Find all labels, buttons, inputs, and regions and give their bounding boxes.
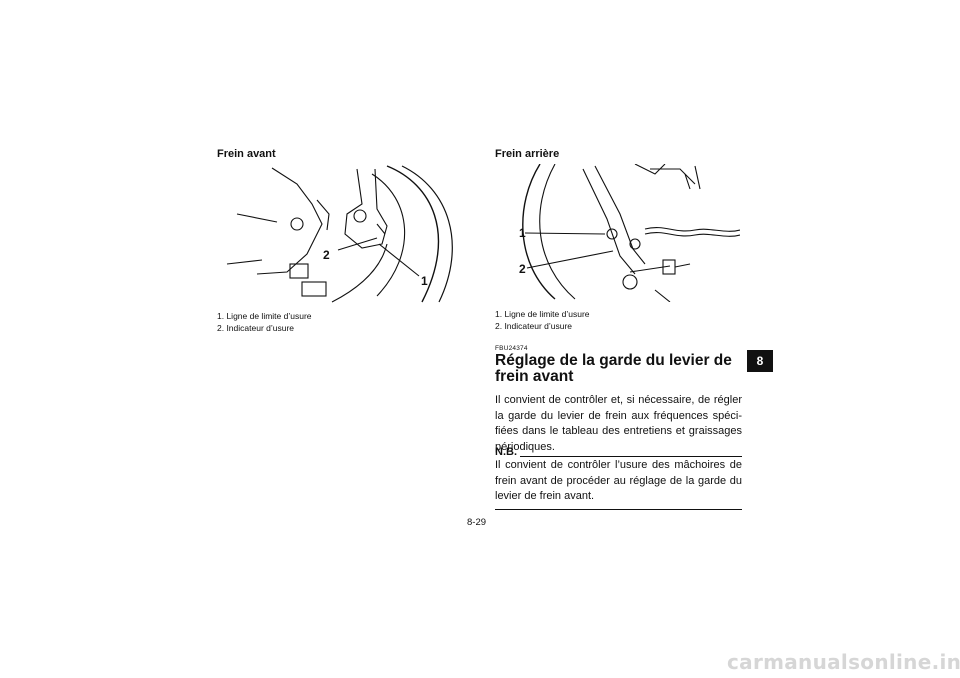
- section-code: FBU24374: [495, 345, 528, 352]
- rear-brake-heading: Frein arrière: [495, 148, 560, 160]
- note-header: N.B.: [495, 446, 742, 458]
- note-end-rule: [495, 509, 742, 510]
- caption-line: 2. Indicateur d’usure: [217, 323, 295, 333]
- callout-2: 2: [323, 248, 330, 262]
- section-title: Réglage de la garde du levier de frein a…: [495, 352, 732, 385]
- watermark: carmanualsonline.info: [727, 650, 960, 674]
- callout-2: 2: [519, 262, 526, 276]
- note-rule: [520, 456, 742, 457]
- chapter-tab: 8: [747, 350, 773, 372]
- rear-brake-illustration: 1 2: [495, 164, 740, 302]
- front-brake-illustration: 2 1: [217, 164, 462, 304]
- callout-1: 1: [421, 274, 428, 288]
- caption-line: 1. Ligne de limite d’usure: [217, 311, 312, 321]
- rear-figure-captions: 1. Ligne de limite d’usure 2. Indicateur…: [495, 308, 590, 332]
- page-number: 8-29: [467, 517, 487, 528]
- section-body: Il convient de contrôler et, si nécessai…: [495, 394, 742, 453]
- caption-line: 2. Indicateur d’usure: [495, 321, 573, 331]
- note-text: Il convient de contrôler l’usure des mâc…: [495, 459, 742, 502]
- callout-1: 1: [519, 226, 526, 240]
- front-figure-captions: 1. Ligne de limite d’usure 2. Indicateur…: [217, 310, 312, 334]
- note-label: N.B.: [495, 446, 517, 458]
- front-brake-heading: Frein avant: [217, 148, 276, 160]
- caption-line: 1. Ligne de limite d’usure: [495, 309, 590, 319]
